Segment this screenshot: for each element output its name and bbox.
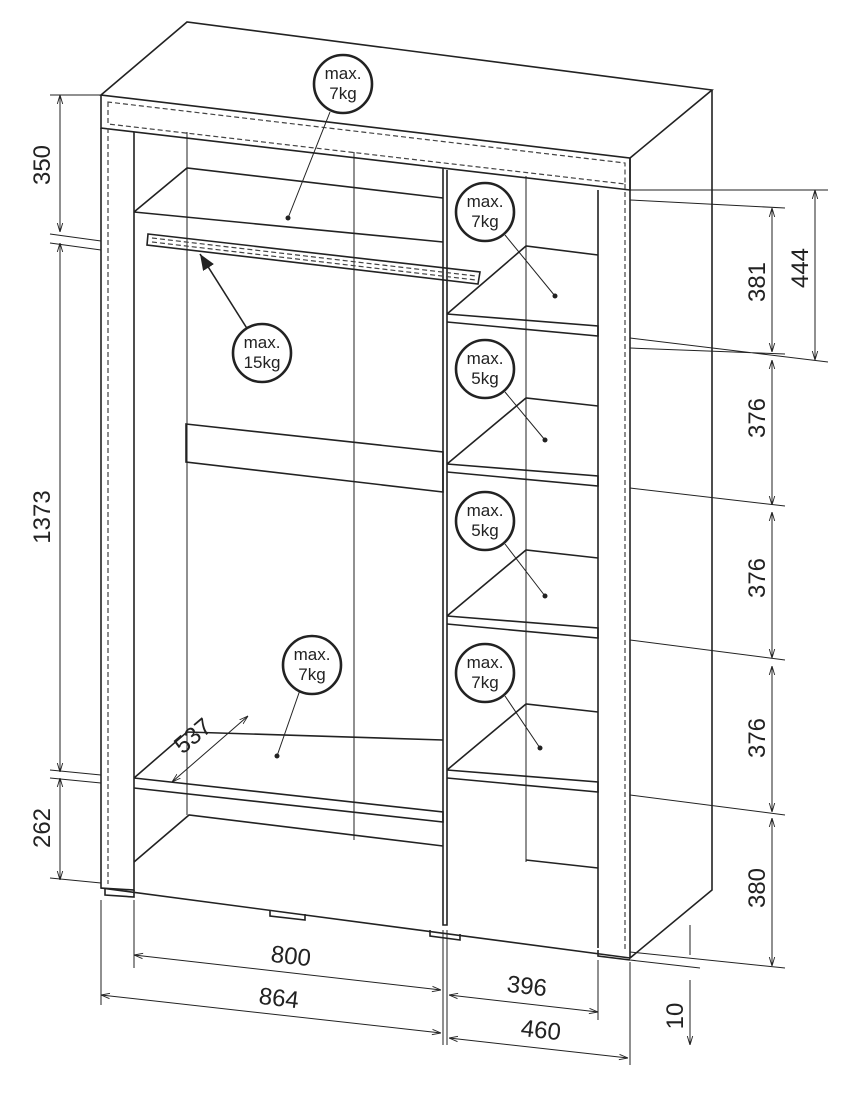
dim-396: 396 — [505, 971, 548, 1002]
load-label-right-3: max.5kg — [454, 490, 516, 552]
load-label-right-2: max.5kg — [454, 338, 516, 400]
dim-864: 864 — [257, 983, 300, 1014]
svg-text:7kg: 7kg — [298, 665, 325, 684]
svg-text:max.: max. — [244, 333, 281, 352]
svg-text:max.: max. — [467, 653, 504, 672]
dim-1373: 1373 — [29, 490, 56, 543]
bottom-dimensions: 800 864 396 460 — [100, 900, 631, 1065]
load-label-top: max.7kg — [312, 53, 374, 115]
depth-dimension: 537 — [169, 713, 248, 782]
svg-text:7kg: 7kg — [329, 84, 356, 103]
dim-537: 537 — [169, 713, 217, 759]
load-label-rail: max.15kg — [231, 322, 293, 384]
dim-460: 460 — [519, 1015, 562, 1046]
svg-text:max.: max. — [294, 645, 331, 664]
wardrobe-outline — [99, 21, 714, 961]
load-label-right-1: max.7kg — [454, 181, 516, 243]
left-dimensions: 350 1373 262 — [29, 94, 102, 884]
svg-text:5kg: 5kg — [471, 521, 498, 540]
load-label-right-4: max.7kg — [454, 642, 516, 704]
load-label-bottom-left: max.7kg — [281, 634, 343, 696]
dim-800: 800 — [269, 941, 312, 972]
dim-376-a: 376 — [744, 398, 771, 438]
dim-262: 262 — [29, 808, 56, 848]
dim-350: 350 — [29, 145, 56, 185]
svg-text:15kg: 15kg — [244, 353, 281, 372]
dim-376-b: 376 — [744, 558, 771, 598]
svg-text:max.: max. — [467, 192, 504, 211]
load-leaders — [199, 111, 558, 759]
dim-10: 10 — [662, 1003, 689, 1030]
dim-381: 381 — [744, 262, 771, 302]
svg-text:max.: max. — [467, 349, 504, 368]
dim-376-c: 376 — [744, 718, 771, 758]
svg-text:max.: max. — [467, 501, 504, 520]
dim-380: 380 — [744, 868, 771, 908]
svg-text:5kg: 5kg — [471, 369, 498, 388]
right-dimensions: 381 444 376 376 376 380 10 — [629, 189, 829, 1045]
svg-text:7kg: 7kg — [471, 673, 498, 692]
svg-text:max.: max. — [325, 64, 362, 83]
dim-444: 444 — [787, 248, 814, 288]
svg-text:7kg: 7kg — [471, 212, 498, 231]
